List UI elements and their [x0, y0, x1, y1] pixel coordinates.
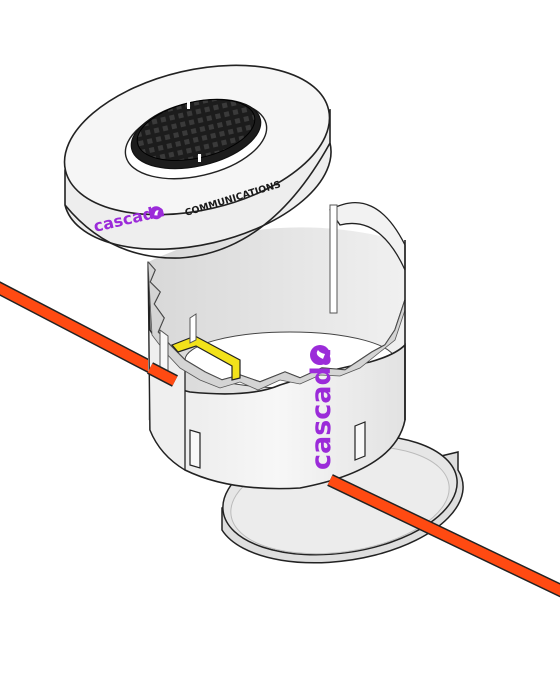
pit-body — [147, 202, 406, 490]
wall-slot-left — [189, 429, 201, 469]
cascada-drop-icon — [149, 206, 163, 220]
cable-front — [147, 362, 560, 598]
body-brand-text: cascada — [306, 348, 337, 470]
cable-back — [0, 281, 164, 378]
wall-slot-right — [354, 421, 366, 461]
yellow-step-bracket — [170, 313, 241, 381]
cable-back-fill — [0, 282, 163, 377]
base-plate — [221, 434, 464, 564]
pit-lid: COMMUNICATIONS cascada — [63, 64, 332, 259]
cascada-drop-icon — [310, 345, 330, 365]
body-brand: cascada — [306, 345, 337, 470]
